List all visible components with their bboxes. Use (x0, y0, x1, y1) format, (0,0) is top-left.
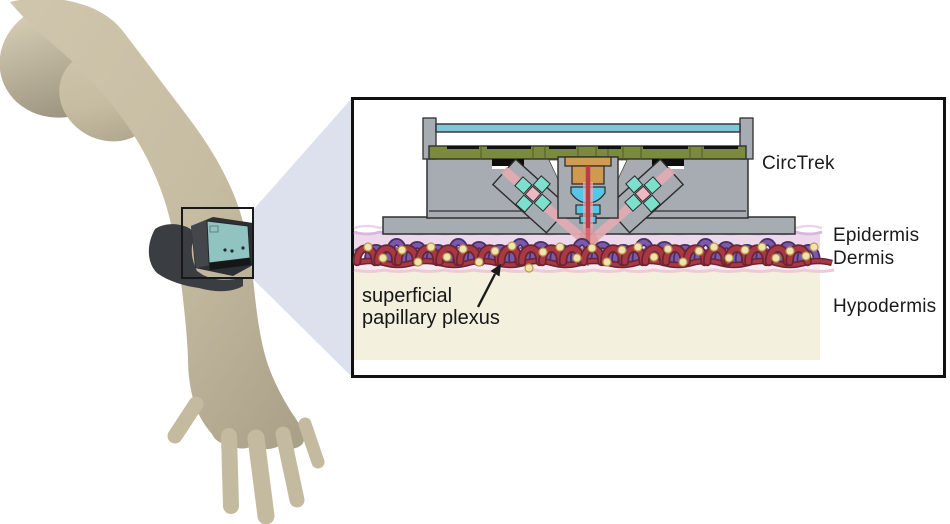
left-photodetector (492, 159, 524, 166)
device-face-dots (223, 246, 245, 253)
hypodermis-label: Hypodermis (833, 296, 937, 317)
wearable-device (148, 217, 253, 292)
wrist-strap (148, 224, 243, 292)
annotation-arrow (476, 264, 501, 308)
device-cross-section (382, 117, 796, 266)
device-bottom-strip (209, 258, 251, 270)
left-optics-cluster (514, 175, 552, 213)
arm-silhouette (10, 0, 305, 450)
thumb (167, 396, 204, 444)
dermis-label: Dermis (833, 248, 895, 269)
device-top-face (206, 220, 251, 264)
arm-illustration (0, 0, 325, 524)
display-glass-bar (435, 123, 741, 133)
plexus-annotation-line2: papillary plexus (362, 307, 500, 329)
zoom-region-box (181, 207, 254, 279)
epidermis-label: Epidermis (833, 225, 920, 246)
plexus-annotation: superficial papillary plexus (362, 285, 500, 329)
plexus-annotation-line1: superficial (362, 285, 453, 307)
laser-mount (564, 156, 612, 167)
pcb-top-contacts (447, 146, 738, 149)
right-photodetector (652, 159, 684, 166)
hypodermis-band (354, 270, 820, 360)
device-face-etch (209, 225, 219, 233)
zoom-cone (253, 98, 352, 377)
right-optics-cluster (624, 175, 662, 213)
device-side-face (191, 220, 211, 268)
device-label: CircTrek (762, 153, 835, 174)
papillary-vessels (352, 238, 833, 273)
hand-fingers (167, 396, 325, 524)
